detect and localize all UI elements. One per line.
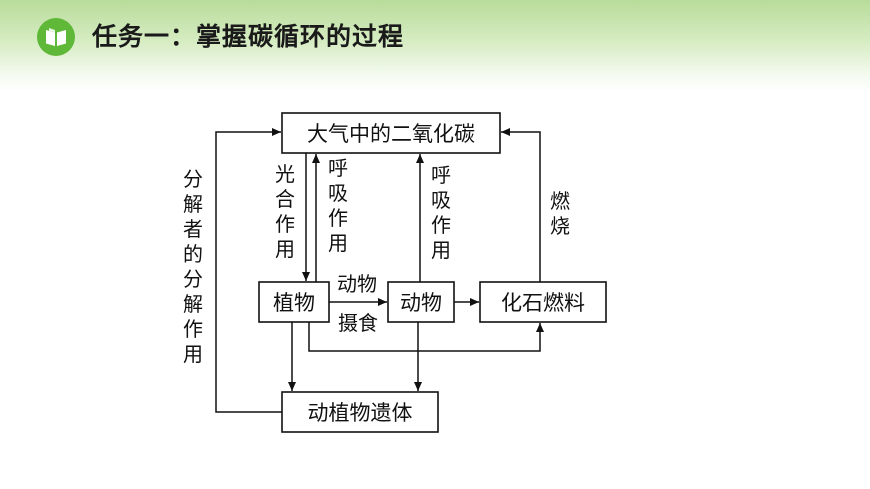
decomposer-char: 解 bbox=[183, 192, 203, 216]
decomposer-arrow bbox=[215, 128, 282, 413]
decomposer-char: 者 bbox=[183, 217, 203, 241]
decomposer-char: 用 bbox=[183, 342, 203, 366]
photosynthesis-char: 合 bbox=[275, 187, 295, 211]
fossil-fuel-label: 化石燃料 bbox=[501, 291, 585, 315]
photosynthesis-char: 作 bbox=[275, 212, 295, 236]
decomposer-char: 的 bbox=[183, 242, 203, 266]
photosynthesis-char: 光 bbox=[275, 162, 295, 186]
burning-arrow bbox=[501, 128, 541, 282]
plant-respiration-char: 呼 bbox=[328, 156, 348, 180]
plants-to-fossil-arrow bbox=[308, 322, 544, 352]
header-band bbox=[0, 0, 870, 92]
decomposer-label: 分 解 者 的 分 解 作 用 bbox=[183, 167, 203, 366]
atmosphere-co2-label: 大气中的二氧化碳 bbox=[307, 122, 475, 146]
page-title: 任务一：掌握碳循环的过程 bbox=[92, 22, 405, 51]
plant-respiration-char: 用 bbox=[328, 231, 348, 255]
book-icon bbox=[37, 18, 75, 56]
remains-label: 动植物遗体 bbox=[308, 401, 413, 425]
plant-respiration-char: 作 bbox=[328, 206, 348, 230]
plants-label: 植物 bbox=[273, 291, 315, 315]
decomposer-char: 作 bbox=[183, 317, 203, 341]
animal-respiration-label: 呼 吸 作 用 bbox=[431, 163, 451, 262]
plants-box bbox=[258, 281, 330, 323]
decomposer-char: 分 bbox=[183, 267, 203, 291]
ingestion-label-bottom: 摄食 bbox=[338, 311, 378, 335]
atmosphere-co2-box bbox=[281, 112, 501, 154]
plant-respiration-label: 呼 吸 作 用 bbox=[328, 156, 348, 255]
decomposer-char: 分 bbox=[183, 167, 203, 191]
burning-label: 燃 烧 bbox=[550, 189, 570, 238]
animal-respiration-char: 作 bbox=[431, 213, 451, 237]
photosynthesis-label: 光 合 作 用 bbox=[275, 162, 295, 261]
remains-box bbox=[281, 391, 439, 433]
fossil-fuel-box bbox=[479, 281, 607, 323]
burning-char: 燃 bbox=[550, 189, 570, 213]
animal-respiration-char: 呼 bbox=[431, 163, 451, 187]
photosynthesis-char: 用 bbox=[275, 237, 295, 261]
plant-respiration-char: 吸 bbox=[328, 181, 348, 205]
decomposer-char: 解 bbox=[183, 292, 203, 316]
burning-char: 烧 bbox=[550, 214, 570, 238]
animals-label: 动物 bbox=[400, 291, 442, 315]
animal-respiration-char: 用 bbox=[431, 238, 451, 262]
animals-box bbox=[387, 281, 455, 323]
ingestion-label-top: 动物 bbox=[337, 272, 377, 296]
animal-respiration-char: 吸 bbox=[431, 188, 451, 212]
